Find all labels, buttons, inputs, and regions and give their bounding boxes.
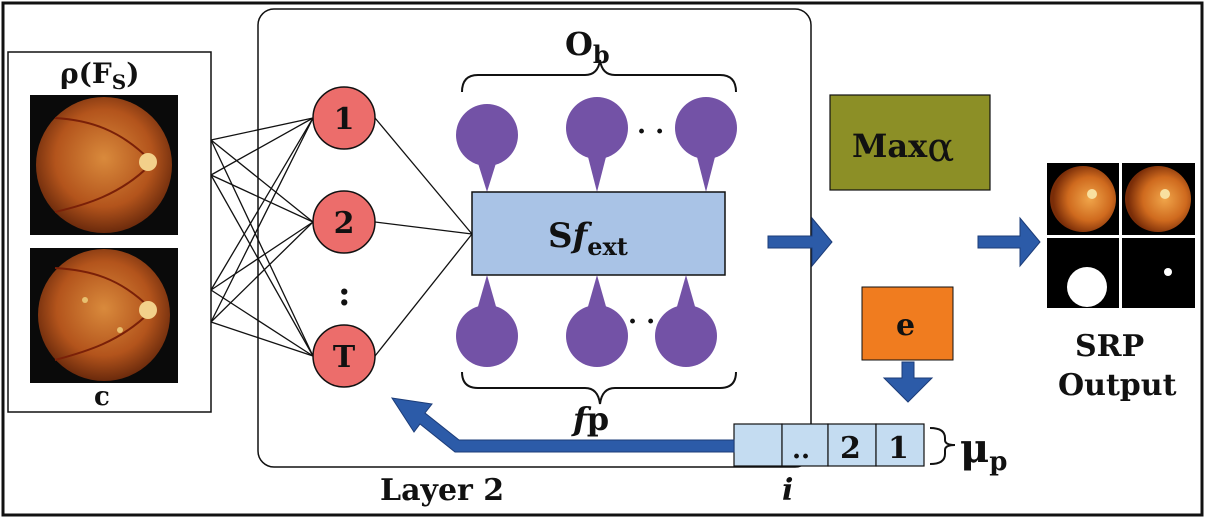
fundus-image-bottom: [30, 248, 178, 383]
node-1: 1: [312, 86, 376, 150]
bottom-pin-ellipsis: · ·: [628, 307, 655, 337]
output-label-line2: Output: [1058, 368, 1177, 403]
input-connections: [210, 117, 314, 357]
feedback-arrow: [390, 397, 735, 453]
bottom-pin-1: [456, 275, 518, 367]
queue-cell-empty: [733, 423, 783, 467]
queue-label-dots: ..: [792, 435, 810, 465]
input-bottom-label: c: [94, 382, 110, 412]
top-pin-2: [566, 97, 628, 192]
queue-cell-2: [827, 423, 877, 467]
svg-text:2: 2: [334, 206, 355, 241]
fundus-image-top: [30, 95, 178, 235]
output-label-line1: SRP: [1075, 329, 1144, 364]
arrow-e-to-queue: [882, 361, 934, 403]
queue: .. 2 1: [733, 423, 925, 467]
max-label: Maxα: [852, 125, 954, 171]
feature-extractor-label: Sfext: [548, 216, 628, 261]
bottom-brace: [461, 371, 737, 405]
svg-text:T: T: [333, 340, 356, 375]
e-box: [861, 286, 954, 361]
output-images: [1047, 163, 1195, 308]
arrow-layer-to-max: [767, 216, 833, 268]
top-brace: [461, 59, 737, 93]
top-pin-1: [456, 104, 518, 192]
input-top-label: ρ(FS): [60, 57, 139, 94]
max-box: [829, 94, 991, 191]
queue-label-1: 1: [888, 431, 909, 466]
queue-cell-1: [875, 423, 925, 467]
queue-cell-dots: [781, 423, 829, 467]
node-connections: [374, 117, 473, 357]
top-group-label: Ob: [565, 25, 610, 69]
queue-index-label: i: [782, 473, 793, 508]
top-pin-3: [675, 97, 737, 192]
queue-brace: [929, 427, 956, 465]
top-pins: [456, 97, 737, 192]
svg-text:1: 1: [334, 102, 355, 137]
e-label: e: [896, 308, 915, 343]
bottom-pin-3: [655, 275, 717, 367]
bottom-group-label: fp: [571, 400, 609, 438]
node-ellipsis: :: [338, 274, 351, 314]
queue-label-2: 2: [840, 431, 861, 466]
layer-label: Layer 2: [380, 473, 504, 508]
bottom-pins: [456, 275, 717, 367]
arrow-to-output: [977, 216, 1041, 268]
feature-extractor-box: [471, 191, 726, 276]
node-t: T: [312, 324, 376, 388]
queue-brace-label: μp: [960, 425, 1007, 477]
node-2: 2: [312, 190, 376, 254]
top-pin-ellipsis: · ·: [637, 117, 664, 147]
bottom-pin-2: [566, 275, 628, 367]
